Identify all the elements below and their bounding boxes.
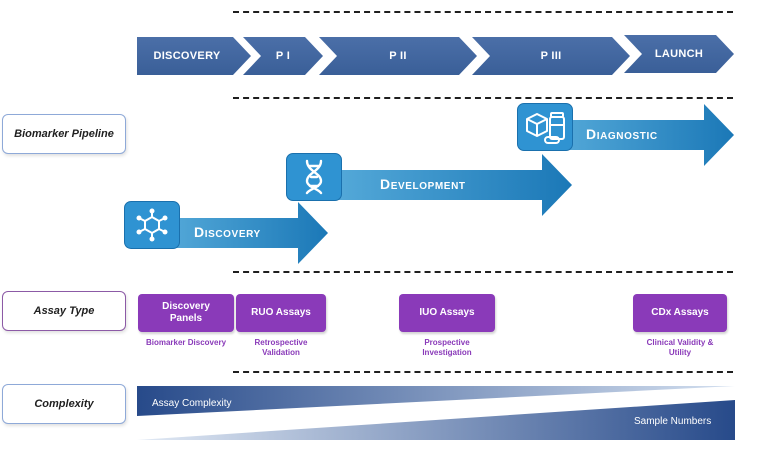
assay-sub-discovery-panels: Biomarker Discovery bbox=[145, 338, 227, 347]
stage-icon-box-diagnostic bbox=[517, 103, 573, 151]
stage-label-diagnostic: Diagnostic bbox=[586, 126, 658, 142]
stage-label-development: Development bbox=[380, 176, 466, 192]
assay-discovery-panels: Discovery Panels bbox=[138, 294, 234, 332]
assay-label: Discovery Panels bbox=[162, 301, 210, 324]
stage-icon-box-development bbox=[286, 153, 342, 201]
category-label: Biomarker Pipeline bbox=[14, 128, 114, 140]
assay-sub-ruo: Retrospective Validation bbox=[254, 338, 308, 357]
phase-p2: P II bbox=[319, 37, 477, 75]
phase-p1: P I bbox=[243, 37, 323, 75]
assay-iuo: IUO Assays bbox=[399, 294, 495, 332]
assay-ruo: RUO Assays bbox=[236, 294, 326, 332]
phase-launch: LAUNCH bbox=[624, 35, 734, 73]
phase-label: P III bbox=[540, 50, 562, 62]
stage-label-discovery: Discovery bbox=[194, 224, 261, 240]
complexity-wedges bbox=[137, 386, 735, 440]
stage-icon-box-discovery bbox=[124, 201, 180, 249]
assay-cdx: CDx Assays bbox=[633, 294, 727, 332]
sample-numbers-label: Sample Numbers bbox=[634, 416, 712, 427]
dna-helix-icon bbox=[305, 159, 323, 195]
sample-numbers-wedge bbox=[137, 400, 735, 440]
category-biomarker-pipeline: Biomarker Pipeline bbox=[2, 114, 126, 154]
molecule-network-icon bbox=[136, 208, 168, 242]
assay-complexity-label: Assay Complexity bbox=[152, 398, 232, 409]
assay-label: RUO Assays bbox=[251, 307, 311, 318]
assay-sub-iuo: Prospective Investigation bbox=[422, 338, 472, 357]
assay-complexity-wedge bbox=[137, 386, 735, 416]
divider-complexity bbox=[233, 371, 733, 373]
category-assay-type: Assay Type bbox=[2, 291, 126, 331]
phase-label: P I bbox=[275, 50, 291, 62]
diagnostic-kit-icon bbox=[526, 112, 565, 144]
divider-top bbox=[233, 11, 733, 13]
divider-assay bbox=[233, 271, 733, 273]
phase-label: P II bbox=[389, 50, 407, 62]
assay-label: CDx Assays bbox=[651, 307, 709, 318]
phase-discovery: DISCOVERY bbox=[137, 37, 251, 75]
phase-p3: P III bbox=[472, 37, 630, 75]
category-label: Assay Type bbox=[33, 305, 95, 317]
category-label: Complexity bbox=[34, 398, 94, 410]
divider-pipeline bbox=[233, 97, 733, 99]
category-complexity: Complexity bbox=[2, 384, 126, 424]
assay-sub-cdx: Clinical Validity & Utility bbox=[646, 338, 714, 357]
phase-label: DISCOVERY bbox=[153, 50, 221, 62]
phase-label: LAUNCH bbox=[654, 48, 704, 60]
assay-label: IUO Assays bbox=[419, 307, 475, 318]
